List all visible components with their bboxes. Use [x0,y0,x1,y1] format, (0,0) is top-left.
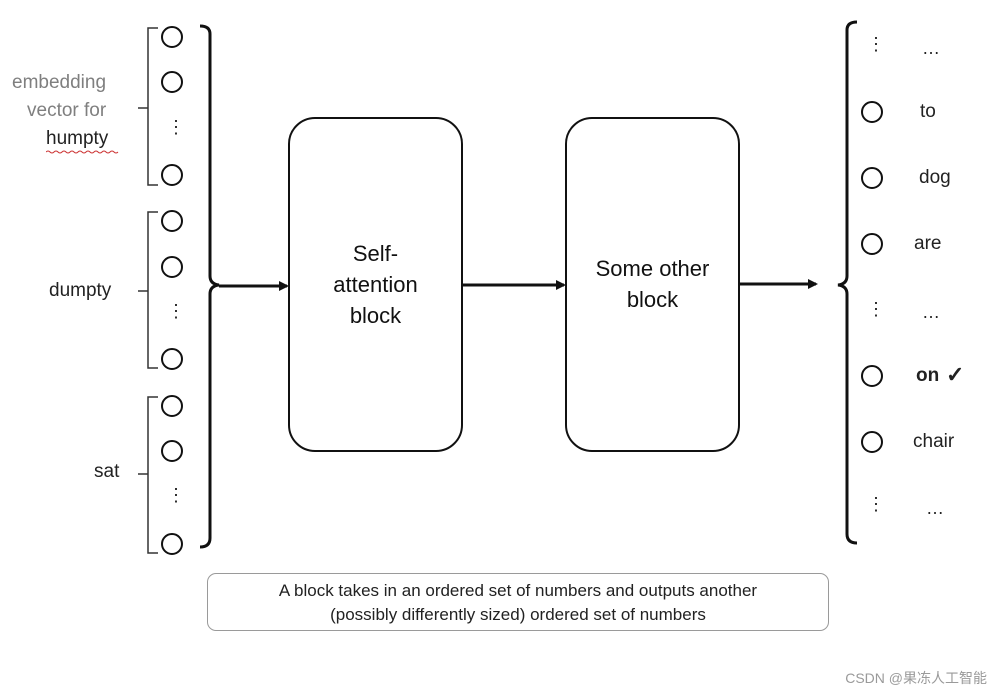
input-vertical-ellipsis: ⋮ [167,301,185,321]
neuron-circle [861,167,883,189]
neuron-circle [861,233,883,255]
check-icon: ✓ [946,362,965,387]
input-vertical-ellipsis: ⋮ [167,485,185,505]
label-humpty: humpty [46,128,109,149]
caption-line2: (possibly differently sized) ordered set… [330,605,706,624]
output-ellipsis-top: … [922,38,940,58]
neuron-circle [161,440,183,462]
neuron-circle [161,348,183,370]
caption-line1: A block takes in an ordered set of numbe… [278,581,758,600]
watermark: CSDN @果冻人工智能 [845,670,987,686]
other-block-box [565,117,740,452]
input-group-dumpty-bracket [138,211,158,369]
label-embedding-line1: embedding [12,72,107,93]
input-group-sat-bracket [138,396,158,554]
self-attention-line3: block [349,303,402,328]
output-word-dog: dog [919,167,951,188]
output-word-to: to [920,101,936,122]
other-block-line1: Some other [595,256,710,281]
spellcheck-underline [46,150,119,154]
label-dumpty: dumpty [49,280,112,301]
neuron-circle [161,395,183,417]
self-attention-line1: Self- [352,241,399,266]
label-sat: sat [94,461,120,482]
output-word-chair: chair [913,431,955,452]
neuron-circle [161,164,183,186]
output-vertical-ellipsis: ⋮ [867,494,885,514]
neuron-circle [161,533,183,555]
output-ellipsis-bottom: … [926,498,944,518]
neuron-circle [861,431,883,453]
self-attention-block-box [288,117,463,452]
self-attention-line2: attention [333,272,418,297]
output-word-on: on [916,365,940,386]
caption-box: A block takes in an ordered set of numbe… [207,573,829,631]
neuron-circle [161,71,183,93]
input-neurons [161,26,183,555]
label-embedding-line2: vector for [27,100,107,121]
output-vertical-ellipsis: ⋮ [867,34,885,54]
neuron-circle [161,210,183,232]
output-word-are: are [914,233,942,254]
other-block-line2: block [626,287,679,312]
output-neurons [861,101,883,453]
output-big-bracket [837,20,858,545]
output-vertical-ellipsis: ⋮ [867,299,885,319]
neuron-circle [161,256,183,278]
other-block-label: Some other block [566,253,739,315]
self-attention-block-label: Self- attention block [289,238,462,331]
neuron-circle [861,101,883,123]
input-big-bracket [199,24,220,549]
neuron-circle [861,365,883,387]
output-ellipsis-mid: … [922,302,940,322]
input-vertical-ellipsis: ⋮ [167,117,185,137]
input-group-humpty-bracket [138,27,158,186]
neuron-circle [161,26,183,48]
